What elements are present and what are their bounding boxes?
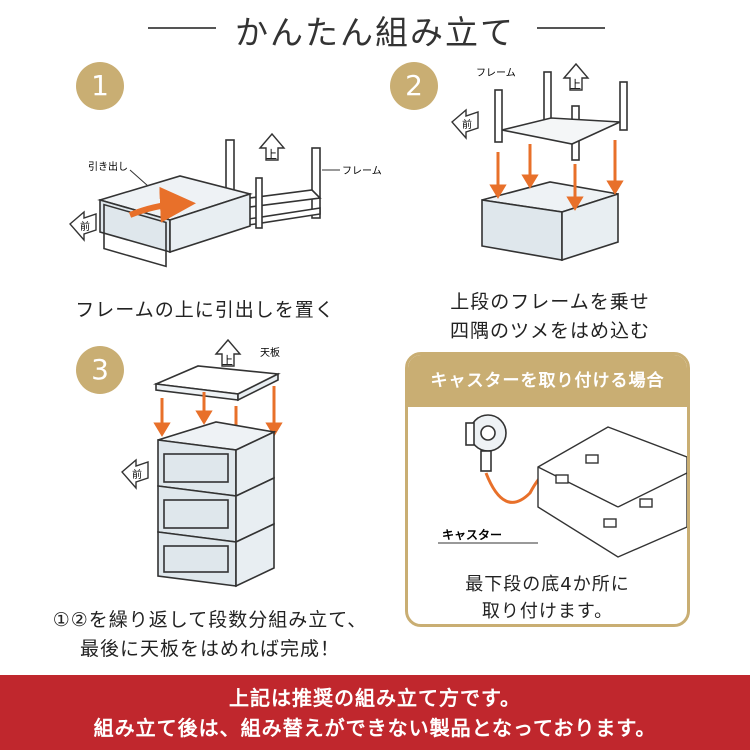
step-1-illustration: 上 前 引き出し フレーム xyxy=(69,132,382,268)
drawer-label: 引き出し xyxy=(88,160,128,173)
frame-label: フレーム xyxy=(476,67,516,79)
up-label: 上 xyxy=(570,78,581,91)
front-arrow-icon xyxy=(451,108,479,140)
caster-caption-line-1: 最下段の底4か所に xyxy=(465,574,630,595)
notice-line-2: 組み立て後は、組み替えができない製品となっております。 xyxy=(93,716,657,740)
step-1-number: 1 xyxy=(76,62,124,110)
step-3-number: 3 xyxy=(76,346,124,394)
front-label: 前 xyxy=(80,220,90,233)
front-arrow-icon xyxy=(121,458,149,490)
step-3-illustration: 上 前 天板 xyxy=(121,338,283,588)
step-3-caption-line-1: ①②を繰り返して段数分組み立て、 xyxy=(52,609,368,631)
page-title: かんたん組み立て xyxy=(235,13,515,52)
up-arrow-icon xyxy=(562,62,590,91)
frame-shape xyxy=(494,71,628,161)
step-2-number: 2 xyxy=(390,62,438,110)
caster-illustration: キャスター xyxy=(438,414,687,558)
up-arrow-icon xyxy=(214,338,242,367)
caster-caption-line-2: 取り付けます。 xyxy=(481,601,614,622)
caster-caption: 最下段の底4か所に 取り付けます。 xyxy=(408,571,687,624)
step-2-illustration: 上 前 フレーム xyxy=(451,62,628,262)
title-area: かんたん組み立て xyxy=(0,0,750,56)
top-board-shape xyxy=(152,365,281,402)
caster-label: キャスター xyxy=(442,528,502,542)
front-label: 前 xyxy=(462,118,472,131)
up-label: 上 xyxy=(266,148,277,161)
caster-wheel-icon xyxy=(465,414,507,472)
drawer-shape xyxy=(481,181,619,262)
drawer-bottom-shape xyxy=(537,426,687,558)
step-2-caption-line-1: 上段のフレームを乗せ xyxy=(450,291,650,313)
title-right-rule xyxy=(537,27,605,29)
drawer-stack xyxy=(157,421,277,588)
up-arrow-icon xyxy=(258,132,286,161)
step-2-caption: 上段のフレームを乗せ 四隅のツメをはめ込む xyxy=(400,288,700,346)
front-arrow-icon xyxy=(69,210,97,242)
step-1-caption: フレームの上に引出しを置く xyxy=(75,299,335,321)
top-board-label: 天板 xyxy=(260,346,280,359)
front-label: 前 xyxy=(132,468,142,481)
notice-line-1: 上記は推奨の組み立て方です。 xyxy=(229,686,521,710)
notice-banner: 上記は推奨の組み立て方です。 組み立て後は、組み替えができない製品となっておりま… xyxy=(0,675,750,750)
caster-panel: キャスターを取り付ける場合 キャスター 最下段の底4か所に 取り付けます。 xyxy=(405,352,690,627)
frame-label: フレーム xyxy=(342,165,382,177)
step-3-caption-line-2: 最後に天板をはめれば完成！ xyxy=(79,638,340,660)
step-2-caption-line-2: 四隅のツメをはめ込む xyxy=(449,320,650,342)
title-left-rule xyxy=(148,27,216,29)
up-label: 上 xyxy=(222,354,233,367)
step-3-caption: ①②を繰り返して段数分組み立て、 最後に天板をはめれば完成！ xyxy=(30,606,390,664)
caster-header: キャスターを取り付ける場合 xyxy=(408,355,687,407)
drawer-shape xyxy=(97,175,253,268)
